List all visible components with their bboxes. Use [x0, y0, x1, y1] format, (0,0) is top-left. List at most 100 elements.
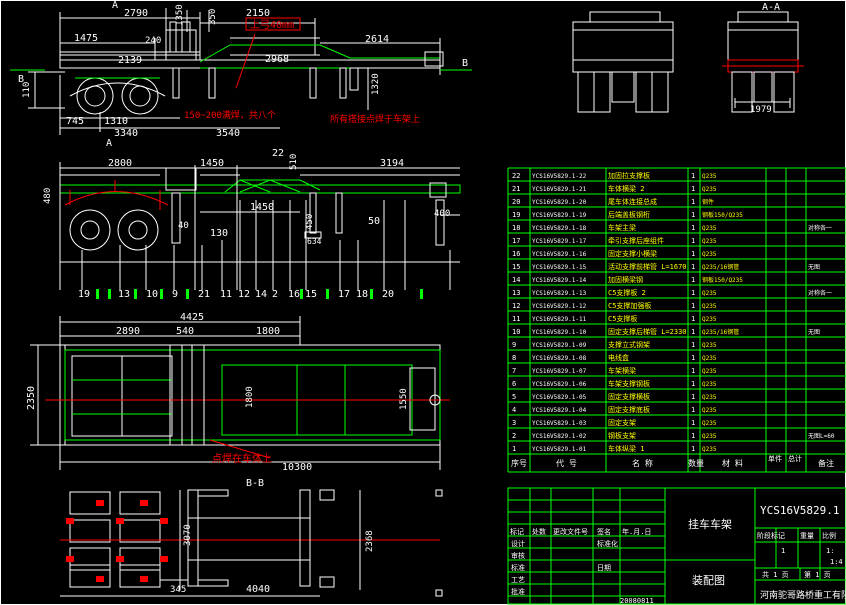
- dim-1450b: 1450: [250, 202, 274, 213]
- bom-material: Q235: [702, 420, 717, 427]
- bom-material: Q235: [702, 342, 717, 349]
- bom-qty: 1: [691, 276, 695, 284]
- bom-no: 22: [512, 172, 520, 180]
- part-balloon: 9: [172, 289, 178, 300]
- bom-name: 固定支架: [608, 418, 636, 427]
- bom-code: YCS16V5829.1-07: [532, 368, 587, 375]
- side-mid-labels: A 2800 1450 22 510 3194 480 1450 50 40 1…: [43, 138, 450, 300]
- bom-qty: 1: [691, 419, 695, 427]
- bom-qty: 1: [691, 367, 695, 375]
- bom-no: 20: [512, 198, 520, 206]
- dim-2350: 2350: [26, 386, 37, 410]
- bom-material: Q235: [702, 355, 717, 362]
- bom-material: Q235: [702, 225, 717, 232]
- bom-no: 5: [512, 393, 516, 401]
- part-balloon: 20: [382, 289, 394, 300]
- bom-name: 钢板支架: [608, 431, 636, 440]
- bom-code: YCS16V5829.1-11: [532, 316, 587, 323]
- bom-no: 14: [512, 276, 520, 284]
- part-balloon: 19: [78, 289, 90, 300]
- bom-no: 4: [512, 406, 516, 414]
- role-label: 工艺: [511, 576, 525, 584]
- bom-header-qty: 数量: [688, 458, 704, 468]
- role-extra-label: 日期: [597, 564, 611, 572]
- drawing-title: 挂车车架: [688, 517, 732, 531]
- side-top-labels: A 2790 1475 240 2139 2150 2968 2614 745 …: [18, 0, 468, 139]
- dim-4040: 4040: [246, 584, 270, 595]
- rev-col-label: 处数: [532, 527, 546, 536]
- bom-material: Q235: [702, 173, 717, 180]
- dim-1320: 1320: [371, 73, 381, 95]
- dim-1979: 1979: [750, 105, 772, 115]
- note-weld-plan: 点焊在车体上: [212, 452, 272, 465]
- axle-marker: [116, 518, 124, 524]
- bom-qty: 1: [691, 198, 695, 206]
- bom-qty: 1: [691, 406, 695, 414]
- bom-qty: 1: [691, 289, 695, 297]
- dim-2614: 2614: [365, 34, 389, 45]
- bom-header-unit-weight: 单件: [768, 454, 782, 463]
- bom-no: 10: [512, 328, 520, 336]
- bom-qty: 1: [691, 224, 695, 232]
- axle-marker: [96, 500, 104, 506]
- stage-label: 阶段标记: [757, 531, 785, 540]
- bom-code: YCS16V5829.1-04: [532, 407, 587, 414]
- bom-name: 车体纵梁 1: [608, 444, 644, 453]
- bom-qty: 1: [691, 393, 695, 401]
- bom-material: Q235/16钢管: [702, 263, 739, 271]
- bom-code: YCS16V5829.1-05: [532, 394, 587, 401]
- bom-code: YCS16V5829.1-22: [532, 173, 587, 180]
- dim-22: 22: [272, 148, 284, 159]
- balloon-marker: [96, 289, 99, 299]
- bom-material: Q235: [702, 316, 717, 323]
- bom-note: 对称各一: [808, 289, 832, 297]
- bom-code: YCS16V5829.1-02: [532, 433, 587, 440]
- bom-code: YCS16V5829.1-16: [532, 251, 587, 258]
- aa-labels: A-A 1979: [750, 2, 780, 115]
- bom-header-name: 名 称: [632, 458, 653, 468]
- bom-code: YCS16V5829.1-08: [532, 355, 587, 362]
- bom-no: 2: [512, 432, 516, 440]
- dim-345: 345: [170, 585, 186, 595]
- bom-no: 7: [512, 367, 516, 375]
- role-extra-label: 标准化: [597, 539, 618, 548]
- section-label-bb: B-B: [246, 478, 264, 489]
- bom-material: 钢板150/Q235: [702, 211, 743, 219]
- dim-3194: 3194: [380, 158, 404, 169]
- part-balloon: 17: [338, 289, 350, 300]
- bom-qty: 1: [691, 263, 695, 271]
- bom-qty: 1: [691, 250, 695, 258]
- bom-code: YCS16V5829.1-10: [532, 329, 587, 336]
- bom-code: YCS16V5829.1-03: [532, 420, 587, 427]
- axle-marker: [96, 576, 104, 582]
- dim-2368: 2368: [365, 530, 375, 552]
- bom-name: C5支撑加强板: [608, 301, 651, 310]
- axle-marker: [160, 518, 168, 524]
- bom-no: 9: [512, 341, 516, 349]
- bom-name: 车架支撑钢板: [608, 379, 650, 388]
- dim-40: 40: [178, 221, 189, 231]
- bom-name: 车架横梁: [608, 366, 636, 375]
- dim-510: 510: [289, 154, 299, 170]
- bom-qty: 1: [691, 380, 695, 388]
- part-balloon: 21: [198, 289, 210, 300]
- bb-labels: B-B 3070 2368 345 4040: [170, 478, 375, 595]
- dim-745: 745: [66, 116, 84, 127]
- bom-qty: 1: [691, 315, 695, 323]
- rev-col-label: 签名: [597, 527, 611, 536]
- bom-no: 8: [512, 354, 516, 362]
- section-label-b-right: B: [462, 58, 468, 69]
- role-label: 设计: [511, 539, 525, 548]
- bom-qty: 1: [691, 341, 695, 349]
- bom-no: 21: [512, 185, 520, 193]
- bom-material: Q235: [702, 238, 717, 245]
- plan-view: [30, 316, 450, 470]
- bom-name: 固定支撑横板: [608, 392, 650, 401]
- dim-110: 110: [22, 82, 32, 98]
